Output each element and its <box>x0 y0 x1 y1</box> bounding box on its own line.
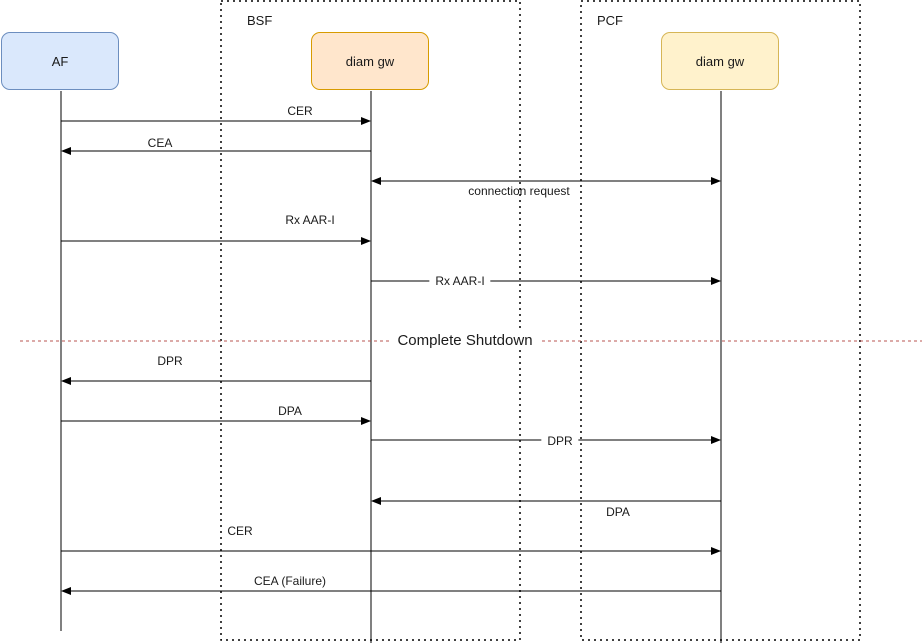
message-label-7: DPA <box>278 404 302 418</box>
message-label-1: CER <box>287 104 313 118</box>
participant-pcf-diam-gw: diam gw <box>661 32 779 90</box>
message-label-11: CEA (Failure) <box>253 574 327 588</box>
message-label-2: CEA <box>147 136 173 150</box>
participant-af-label: AF <box>51 53 69 69</box>
message-label-3: connection request <box>468 184 570 198</box>
message-label-10: CER <box>227 524 253 538</box>
participant-af: AF <box>1 32 119 90</box>
message-label-4: Rx AAR-I <box>285 213 335 227</box>
participant-bsf-diam-gw: diam gw <box>311 32 429 90</box>
group-label-bsf: BSF <box>247 13 273 28</box>
message-label-5: Rx AAR-I <box>429 274 491 288</box>
shutdown-divider-label: Complete Shutdown <box>389 332 541 350</box>
message-label-6: DPR <box>157 354 183 368</box>
message-label-9: DPA <box>606 505 630 519</box>
group-label-pcf: PCF <box>597 13 623 28</box>
participant-bsf-diam-gw-label: diam gw <box>345 53 395 69</box>
participant-pcf-diam-gw-label: diam gw <box>695 53 745 69</box>
message-label-8: DPR <box>541 434 579 448</box>
